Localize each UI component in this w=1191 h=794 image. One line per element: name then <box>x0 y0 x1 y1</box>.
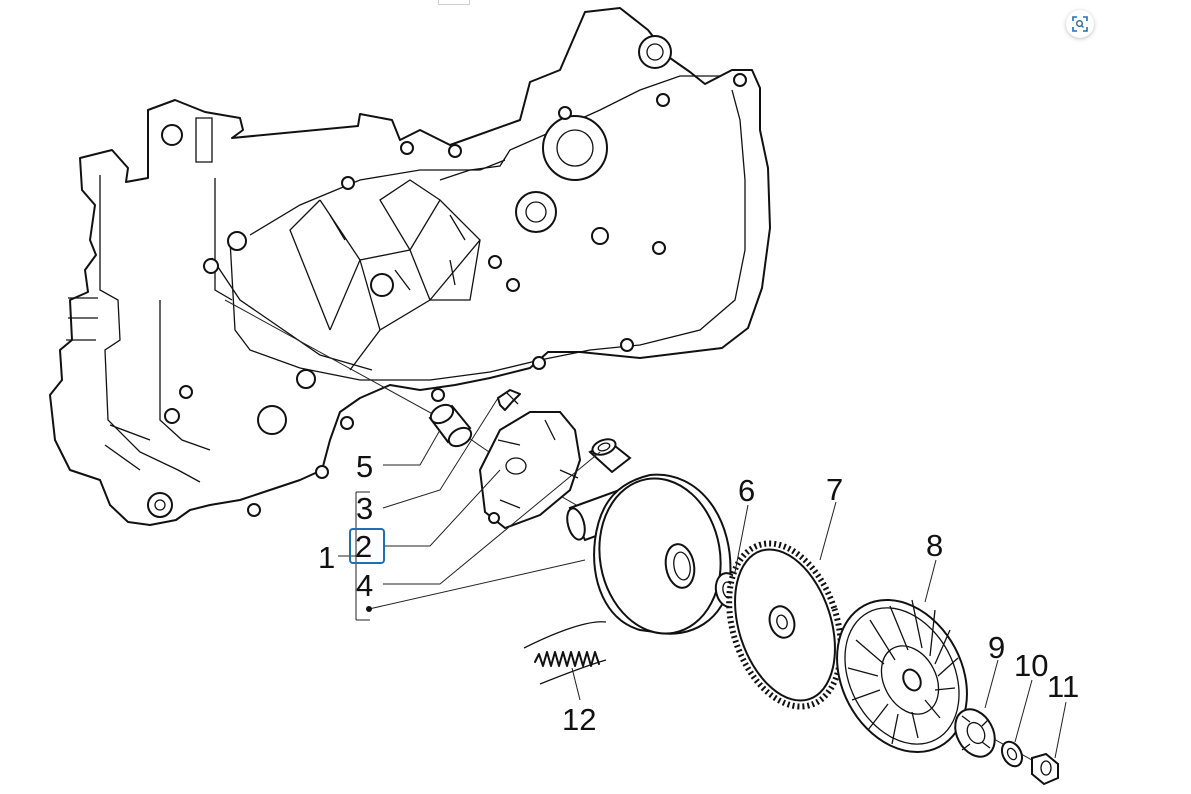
part-8-fan-drive-face <box>836 598 968 754</box>
callout-1[interactable]: 1 <box>318 540 335 575</box>
part-9-hub <box>954 708 996 758</box>
part-5-bushing <box>428 403 473 448</box>
callout-10[interactable]: 10 <box>1014 648 1048 683</box>
callout-7[interactable]: 7 <box>826 472 843 507</box>
callout-2[interactable]: 2 <box>355 529 372 564</box>
part-11-nut <box>1031 752 1059 786</box>
callout-9[interactable]: 9 <box>988 630 1005 665</box>
part-10-washer <box>1000 740 1024 768</box>
callout-3[interactable]: 3 <box>356 491 373 526</box>
callout-4[interactable]: 4 <box>356 568 373 603</box>
leader-lines <box>338 397 1067 759</box>
part-4-roller <box>588 438 632 474</box>
callout-8[interactable]: 8 <box>926 528 943 563</box>
crankcase-cover <box>49 7 771 526</box>
part-12-spring <box>523 621 607 685</box>
selected-callout-highlight[interactable] <box>349 528 385 564</box>
part-7-ring-gear <box>726 540 844 710</box>
scan-zoom-icon <box>1072 16 1088 32</box>
callout-6[interactable]: 6 <box>738 473 755 508</box>
part-3-clip <box>497 389 521 411</box>
callout-5[interactable]: 5 <box>356 449 373 484</box>
zoom-button[interactable] <box>1066 10 1094 38</box>
callout-12[interactable]: 12 <box>562 702 596 737</box>
callout-labels: 1 2 3 4 5 6 7 8 9 10 11 12 <box>318 449 1079 737</box>
callout-11[interactable]: 11 <box>1047 669 1079 704</box>
top-edge-tab <box>438 0 470 5</box>
part-2-cam-plate <box>478 411 582 530</box>
variator-pulley <box>566 473 732 635</box>
